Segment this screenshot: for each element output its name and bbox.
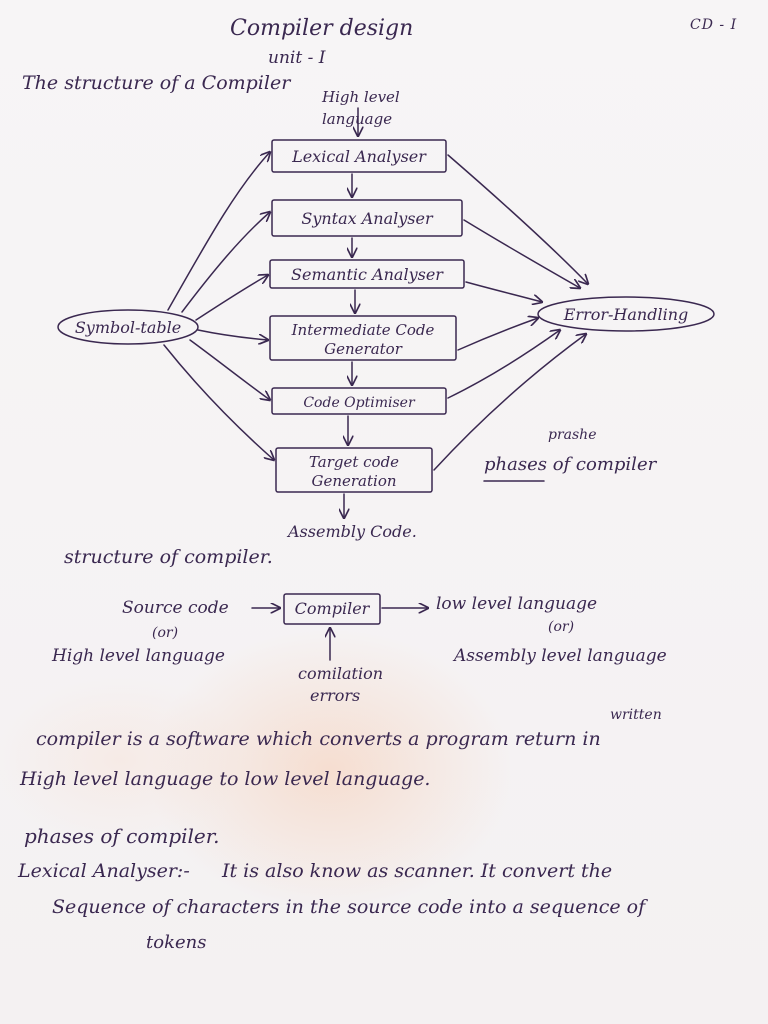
- phase-box-lexical: [271, 139, 447, 173]
- phase-box-target: [275, 447, 433, 493]
- phases-heading: phases of compiler.: [24, 824, 220, 848]
- phase-label-semantic: Semantic Analyser: [291, 265, 444, 284]
- output-label: Assembly Code.: [288, 522, 417, 541]
- source-or-label: (or): [152, 625, 179, 641]
- error-arrow-intermediate: [457, 318, 538, 351]
- errors-label-2: errors: [310, 686, 361, 705]
- definition-insert: written: [610, 707, 662, 723]
- lexical-line-2: Sequence of characters in the source cod…: [52, 896, 646, 918]
- definition-line-2: High level language to low level languag…: [20, 768, 431, 790]
- side-note: phases of compiler: [484, 454, 657, 475]
- phase-label-target: Target code: [309, 453, 399, 471]
- error-arrow-syntax: [463, 219, 580, 288]
- target-label: low level language: [436, 594, 598, 614]
- phase-label-optimiser: Code Optimiser: [303, 395, 416, 411]
- symbol-table-label: Symbol-table: [75, 318, 181, 337]
- target-or-label: (or): [548, 619, 575, 635]
- symtab-arrow-target: [163, 344, 274, 460]
- error-arrow-optimiser: [447, 330, 560, 399]
- page-code: CD - I: [690, 17, 738, 33]
- phase-label-intermediate-2: Generator: [324, 340, 403, 358]
- error-handling-ellipse: [537, 296, 715, 332]
- phase-label-target-2: Generation: [311, 472, 396, 490]
- symtab-arrow-optimiser: [189, 339, 270, 400]
- target-alt-label: Assembly level language: [454, 646, 667, 666]
- symtab-arrow-lexical: [167, 152, 270, 311]
- lexical-term: Lexical Analyser:-: [18, 860, 190, 882]
- symtab-arrow-syntax: [181, 212, 270, 313]
- structure-heading: structure of compiler.: [64, 546, 273, 568]
- diagram-caption: The structure of a Compiler: [22, 72, 291, 94]
- symbol-table-ellipse: [57, 309, 199, 345]
- symtab-arrow-intermediate: [197, 329, 268, 340]
- phase-label-lexical: Lexical Analyser: [291, 147, 427, 166]
- compiler-box: [283, 593, 381, 625]
- lexical-line-3: tokens: [146, 932, 207, 953]
- symtab-arrow-semantic: [195, 275, 268, 321]
- error-handling-label: Error-Handling: [563, 305, 688, 324]
- unit-label: unit - I: [268, 48, 326, 68]
- phase-label-syntax: Syntax Analyser: [301, 209, 434, 228]
- error-arrow-lexical: [447, 154, 588, 284]
- page-title: Compiler design: [230, 16, 414, 41]
- error-arrow-semantic: [465, 281, 542, 302]
- phase-box-intermediate: [269, 315, 457, 361]
- side-note-correction: prashe: [548, 427, 597, 443]
- input-label: High level language: [322, 88, 400, 128]
- errors-label-1: comilation: [298, 664, 384, 683]
- source-alt-label: High level language: [52, 646, 225, 666]
- definition-line-1: compiler is a software which converts a …: [36, 728, 601, 750]
- phase-label-intermediate: Intermediate Code: [291, 321, 435, 339]
- error-arrow-target: [433, 334, 586, 471]
- lexical-line-1: It is also know as scanner. It convert t…: [222, 860, 613, 882]
- compiler-box-label: Compiler: [295, 599, 371, 618]
- source-code-label: Source code: [122, 598, 229, 618]
